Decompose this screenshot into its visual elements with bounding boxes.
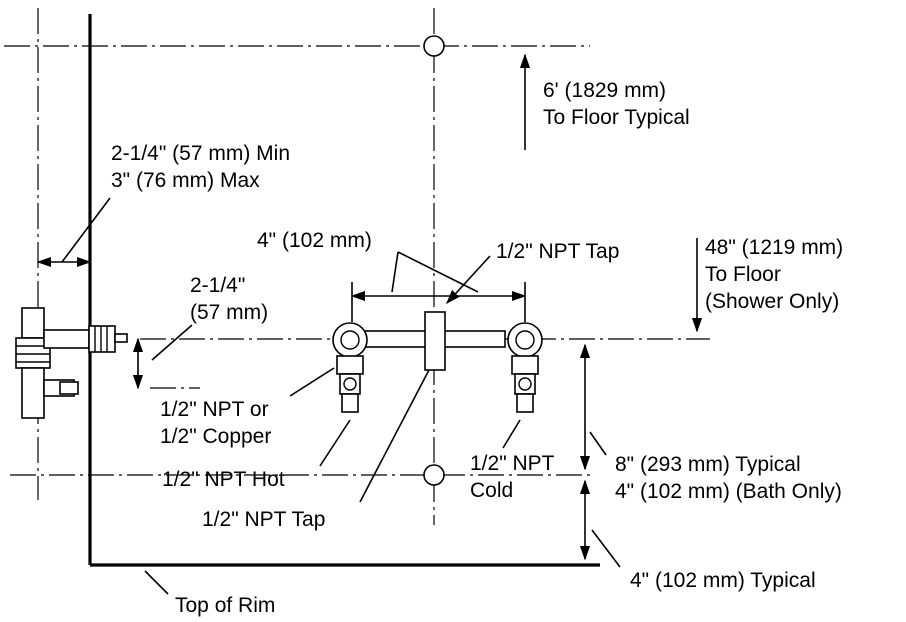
leader-wall-offset xyxy=(61,197,111,263)
label-top-of-rim: Top of Rim xyxy=(175,594,275,617)
label-wall-offset-max: 3" (76 mm) Max xyxy=(111,169,260,192)
label-6ft-line2: To Floor Typical xyxy=(543,106,690,129)
leader-npt-tap-bottom xyxy=(359,369,430,503)
label-48in-line3: (Shower Only) xyxy=(705,290,839,313)
leader-npt-tap-top xyxy=(446,255,491,305)
valve-body-side xyxy=(15,307,128,419)
spout-outlet-circle xyxy=(423,464,445,486)
label-side-offset-line1: 2-1/4" xyxy=(190,274,245,297)
label-spacing: 4" (102 mm) xyxy=(257,229,372,252)
leader-npt-cold xyxy=(502,419,521,449)
label-bath-line2: 4" (102 mm) (Bath Only) xyxy=(615,480,842,503)
leader-bath xyxy=(589,431,607,456)
leader-side-offset xyxy=(151,324,193,361)
label-npt-hot: 1/2" NPT Hot xyxy=(162,468,285,491)
leader-rim-typical xyxy=(591,529,621,568)
leader-spacing-left xyxy=(391,251,399,293)
label-npt-cold-line1: 1/2" NPT xyxy=(470,452,555,475)
label-side-offset-line2: (57 mm) xyxy=(190,301,268,324)
label-npt-cold-line2: Cold xyxy=(470,479,513,502)
label-npt-tap-bottom: 1/2" NPT Tap xyxy=(202,508,325,531)
leader-spacing-right xyxy=(397,251,479,293)
leader-npt-hot xyxy=(319,419,351,467)
label-wall-offset-min: 2-1/4" (57 mm) Min xyxy=(111,142,290,165)
leader-top-of-rim xyxy=(144,570,169,595)
label-npt-tap-top: 1/2" NPT Tap xyxy=(496,240,619,263)
label-bath-line1: 8" (293 mm) Typical xyxy=(615,453,801,476)
label-48in-line1: 48" (1219 mm) xyxy=(705,236,843,259)
label-6ft-line1: 6' (1829 mm) xyxy=(543,79,666,102)
leader-npt-or-copper xyxy=(289,367,335,397)
label-npt-or-copper-line1: 1/2" NPT or xyxy=(160,398,269,421)
valve-body-front xyxy=(332,311,543,413)
label-rim-typical: 4" (102 mm) Typical xyxy=(630,569,816,592)
label-48in-line2: To Floor xyxy=(705,263,781,286)
label-npt-or-copper-line2: 1/2" Copper xyxy=(160,425,271,448)
showerhead-outlet-circle xyxy=(423,35,445,57)
